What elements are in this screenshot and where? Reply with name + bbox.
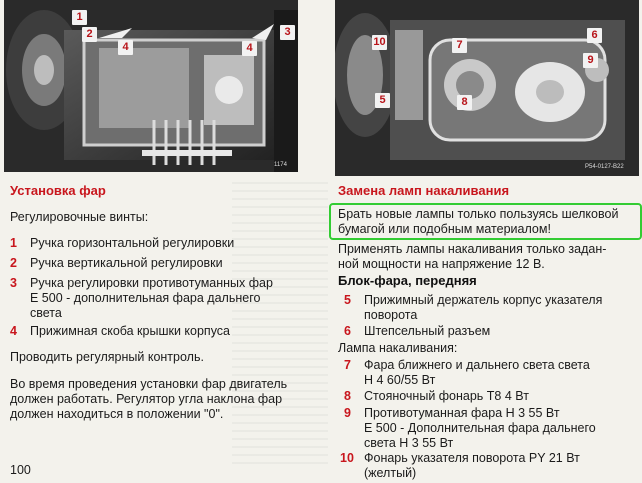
headlight-housing-illustration — [4, 0, 298, 172]
voltage-note: Применять лампы накаливания только задан… — [338, 242, 607, 271]
callout-1: 1 — [72, 10, 87, 25]
handling-note: Брать новые лампы только пользуясь шелко… — [338, 207, 619, 236]
figure-code: 1174 — [274, 162, 287, 168]
callout-6: 6 — [587, 28, 602, 43]
headlight-adjustment-photo: 1 2 3 4 4 1174 — [4, 0, 298, 172]
lamps-label: Лампа накаливания: — [338, 341, 458, 355]
callout-10: 10 — [372, 35, 387, 50]
callout-7: 7 — [452, 38, 467, 53]
callout-2: 2 — [82, 27, 97, 42]
page-number: 100 — [10, 463, 31, 477]
callout-3: 3 — [280, 25, 295, 40]
figure-code: P54-0127-B22 — [585, 164, 624, 170]
callout-5: 5 — [375, 93, 390, 108]
control-note: Проводить регулярный контроль. — [10, 350, 204, 364]
headlight-rear-illustration — [335, 0, 639, 176]
callout-8: 8 — [457, 95, 472, 110]
callout-4b: 4 — [242, 41, 257, 56]
callout-4a: 4 — [118, 40, 133, 55]
adjustment-note: Во время проведения установки фар двигат… — [10, 377, 288, 421]
bulb-replacement-photo: 10 7 8 5 6 9 P54-0127-B22 — [335, 0, 639, 176]
subheading: Блок-фара, передняя — [338, 273, 477, 288]
page-bleed-texture — [232, 180, 328, 470]
section-heading: Замена ламп накаливания — [338, 183, 510, 198]
highlight-box — [329, 203, 642, 240]
section-heading: Установка фар — [10, 183, 106, 198]
callout-9: 9 — [583, 53, 598, 68]
intro-text: Регулировочные винты: — [10, 210, 149, 224]
